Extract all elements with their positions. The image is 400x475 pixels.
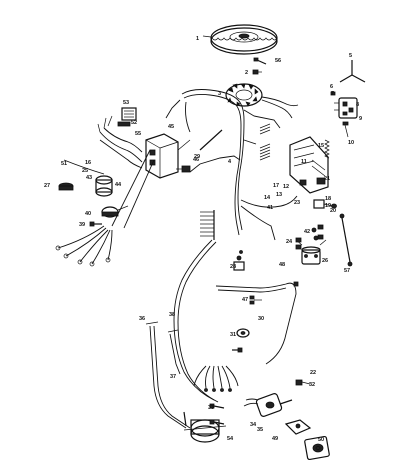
label-26: 26 xyxy=(322,258,328,264)
main-wire-bundle xyxy=(55,149,155,267)
long-cable-38 xyxy=(173,239,219,403)
long-rod-57 xyxy=(339,213,353,267)
label-45: 45 xyxy=(168,124,174,130)
condenser-46 xyxy=(176,165,191,173)
battery-cable-30 xyxy=(215,281,299,365)
label-31: 31 xyxy=(230,332,236,338)
starter-motor-34 xyxy=(183,411,227,443)
lead-bundle-33 xyxy=(193,365,239,392)
label-4: 4 xyxy=(228,159,232,165)
label-9: 9 xyxy=(359,116,362,122)
label-8: 8 xyxy=(356,102,359,108)
label-44: 44 xyxy=(115,182,122,188)
decal-53 xyxy=(121,107,137,121)
connector-32 xyxy=(295,379,311,386)
label-42: 42 xyxy=(304,229,310,235)
clip-31 xyxy=(236,328,250,338)
harness-37 xyxy=(145,321,191,429)
label-47: 47 xyxy=(242,297,248,303)
label-14: 14 xyxy=(264,195,271,201)
harness-connectors-24 xyxy=(295,224,324,250)
label-19: 19 xyxy=(325,203,331,209)
label-37: 37 xyxy=(170,374,176,380)
label-1: 1 xyxy=(196,36,199,42)
label-7: 7 xyxy=(331,91,334,97)
flywheel-nut xyxy=(252,69,262,75)
label-13: 13 xyxy=(276,192,282,198)
cap-27 xyxy=(58,182,74,191)
label-49: 49 xyxy=(272,436,278,442)
lead-wires-left xyxy=(97,115,143,169)
timer-base-plate xyxy=(289,136,329,194)
label-33: 33 xyxy=(208,405,214,411)
terminal-strip-upper xyxy=(200,210,215,240)
label-34: 34 xyxy=(250,422,257,428)
screws-33-51 xyxy=(209,403,225,425)
key-switch xyxy=(243,393,293,417)
label-23: 23 xyxy=(294,200,300,206)
label-27: 27 xyxy=(44,183,50,189)
label-25: 25 xyxy=(82,168,88,174)
label-16: 16 xyxy=(85,160,91,166)
label-40: 40 xyxy=(85,211,91,217)
plug-52 xyxy=(117,121,131,127)
label-12: 12 xyxy=(283,184,289,190)
label-3: 3 xyxy=(218,91,221,97)
label-22: 22 xyxy=(310,370,316,376)
rectifier xyxy=(330,91,358,138)
label-43: 43 xyxy=(86,175,92,181)
screw-14 xyxy=(232,347,243,353)
solenoid xyxy=(295,239,327,265)
label-18: 18 xyxy=(325,196,331,202)
label-17: 17 xyxy=(273,183,279,189)
ground-clip xyxy=(339,60,366,83)
label-21: 21 xyxy=(324,176,330,182)
label-55: 55 xyxy=(135,131,141,137)
coil-spring-15 xyxy=(324,139,330,159)
connector-20-21 xyxy=(313,199,337,209)
label-53: 53 xyxy=(123,100,129,106)
label-29: 29 xyxy=(194,154,200,160)
label-32: 32 xyxy=(309,382,315,388)
mounting-plate-49 xyxy=(284,419,312,435)
clip-small-42 xyxy=(311,227,319,241)
label-35: 35 xyxy=(257,427,263,433)
label-56: 56 xyxy=(275,58,281,64)
fuse-holder-28 xyxy=(233,250,245,271)
label-36: 36 xyxy=(139,316,145,322)
label-6: 6 xyxy=(330,84,333,90)
callout-labels: 1 2 3 4 5 6 7 8 9 10 11 12 13 14 15 16 1… xyxy=(44,36,362,443)
label-5: 5 xyxy=(349,53,352,59)
bezel-50 xyxy=(304,435,330,461)
label-11: 11 xyxy=(301,159,307,165)
label-10: 10 xyxy=(348,140,354,146)
label-38: 38 xyxy=(169,312,175,318)
label-15: 15 xyxy=(318,143,324,149)
label-20: 20 xyxy=(330,208,336,214)
label-41: 41 xyxy=(267,205,273,211)
label-52: 52 xyxy=(131,120,137,126)
stator-screw xyxy=(253,57,267,65)
label-54: 54 xyxy=(227,436,234,442)
stator xyxy=(225,83,299,119)
label-39: 39 xyxy=(79,222,85,228)
screws-39 xyxy=(89,221,102,227)
flywheel xyxy=(210,24,278,55)
label-2: 2 xyxy=(245,70,248,76)
wiring-harness xyxy=(165,89,298,241)
label-28: 28 xyxy=(230,264,236,270)
label-51: 51 xyxy=(61,161,67,167)
label-30: 30 xyxy=(258,316,264,322)
wire-29 xyxy=(199,129,223,151)
terminal-washers-47 xyxy=(249,295,262,305)
cable-clamp-40 xyxy=(101,205,129,218)
label-57: 57 xyxy=(344,268,350,274)
label-24: 24 xyxy=(286,239,293,245)
spark-plug-wire-boot xyxy=(95,175,113,197)
label-50: 50 xyxy=(318,437,324,443)
label-46: 46 xyxy=(193,157,199,163)
label-48: 48 xyxy=(279,262,285,268)
